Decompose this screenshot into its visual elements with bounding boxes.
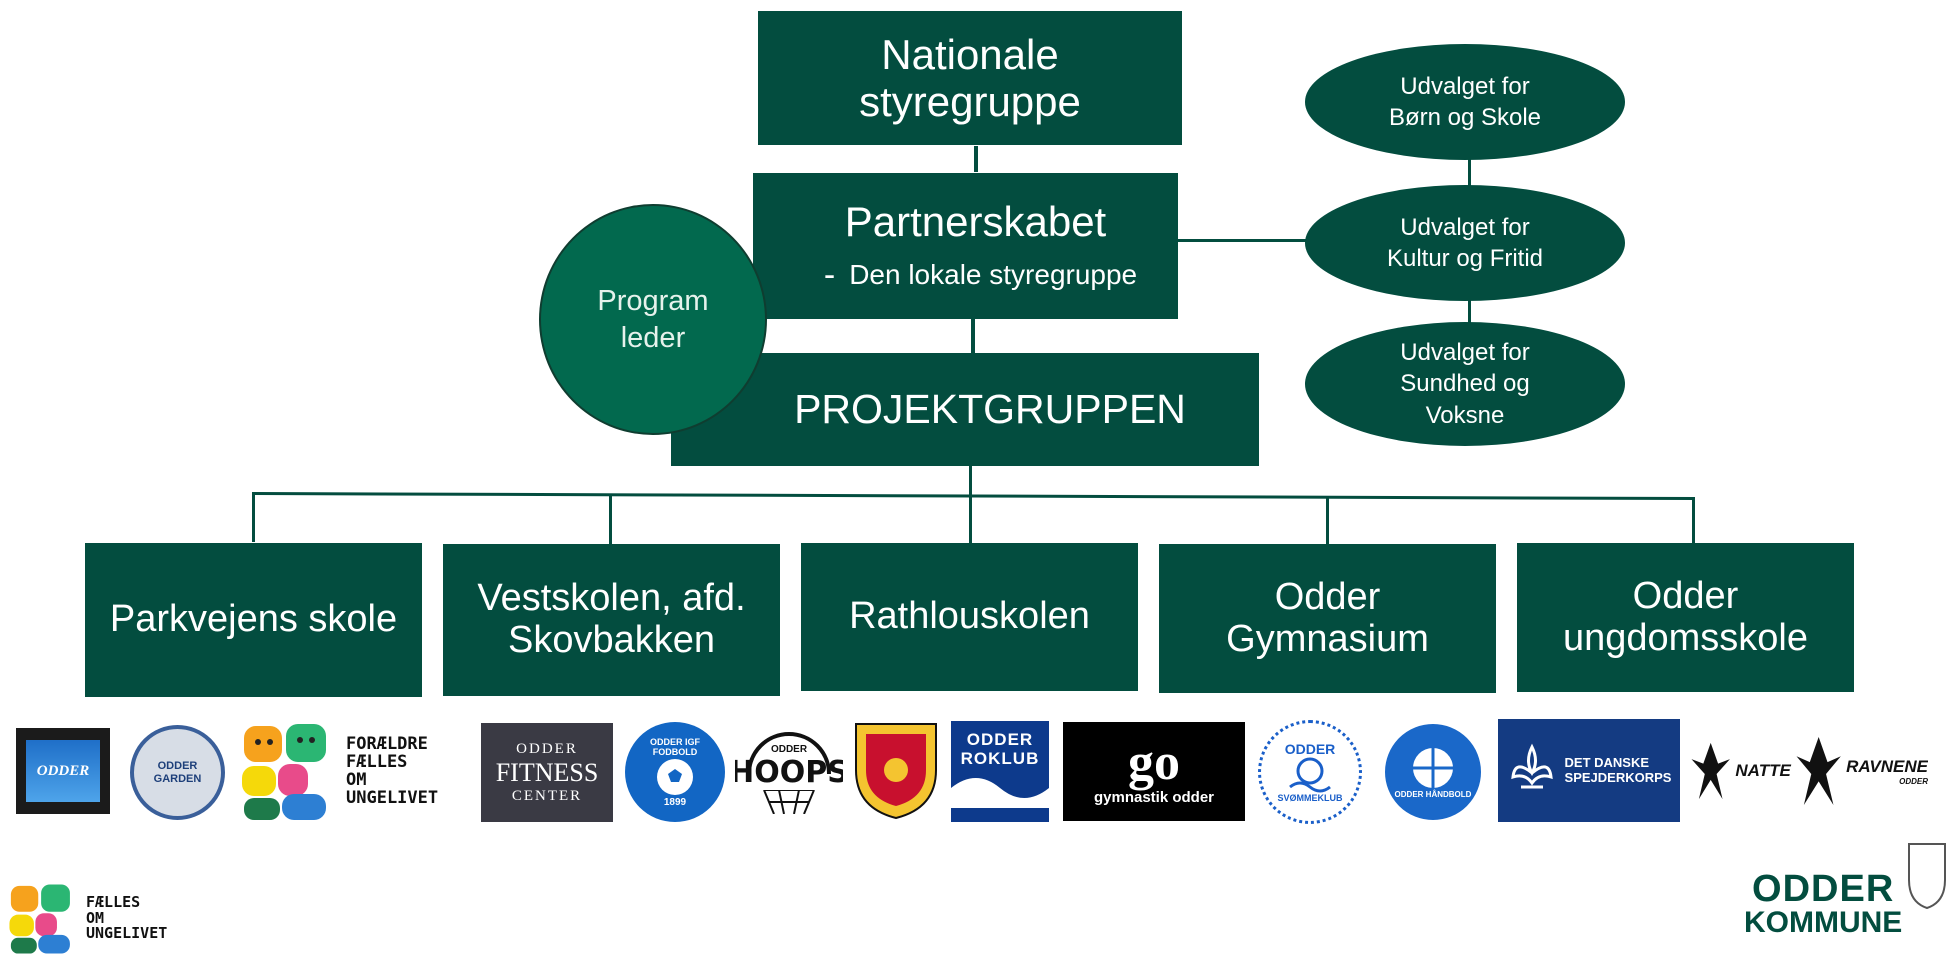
foraeldre-text: FORÆLDRE FÆLLES OM UNGELIVET [346,734,439,808]
faelles-om-ungelivet-footer-logo: FÆLLES OM UNGELIVET [8,882,208,955]
school-box-gymnasium: Odder Gymnasium [1159,544,1496,693]
kommune-a: ODDER [1752,868,1895,910]
basketball-icon [747,732,831,774]
committee-culture-leisure: Udvalget for Kultur og Fritid [1305,185,1625,301]
hoops-top: ODDER [770,744,808,755]
igf-year: 1899 [663,796,687,808]
ravnene-sub: ODDER [1899,776,1928,786]
colorful-faces-icon [242,724,326,820]
fitness-line1: ODDER [516,740,578,757]
odder-garden-text: ODDER GARDEN [153,760,202,785]
project-group-box: PROJEKTGRUPPEN [671,353,1259,466]
committee-health-adults: Udvalget for Sundhed og Voksne [1305,322,1625,446]
national-steering-group-title: Nationale styregruppe [859,30,1081,125]
partnership-box: Partnerskabet - Den lokale styregruppe [753,173,1178,319]
odder-hoops-logo: ODDER HOOPS [735,720,843,824]
partnership-title: Partnerskabet [844,197,1107,245]
school-label: Rathlouskolen [849,595,1090,638]
connector-partner-project [971,318,975,354]
odder-roklub-logo: ODDER ROKLUB [951,721,1049,822]
connector-horizontal-bar [251,492,1695,501]
connector-school-5 [1692,500,1695,544]
school-box-vestskolen: Vestskolen, afd. Skovbakken [443,544,780,696]
gymnastik-odder-logo: go gymnastik odder [1063,722,1245,821]
odder-igf-fodbold-logo: ODDER IGF FODBOLD 1899 [625,722,725,822]
connector-committee-1-2 [1468,158,1471,190]
school-label: Vestskolen, afd. Skovbakken [477,577,746,661]
natte-text: NATTE [1735,761,1791,780]
odder-logo-text: ODDER [36,762,90,779]
school-label: Parkvejens skole [109,598,398,641]
spejder-text: DET DANSKE SPEJDERKORPS [1564,755,1672,785]
gym-sub: gymnastik odder [1093,789,1215,806]
swimmer-icon [1289,757,1331,793]
svoem-top: ODDER [1284,741,1336,757]
wave-icon [951,778,1049,809]
raven-icon [1691,742,1730,800]
partnership-subtitle: Den lokale styregruppe [849,259,1138,290]
connector-partner-committee [1178,239,1308,242]
odder-kommune-footer-logo: ODDER KOMMUNE [1740,840,1951,955]
natteravnene-logo: NATTE RAVNENE ODDER [1690,718,1928,824]
connector-top-partner [974,146,978,172]
fitness-line2: FITNESS [495,757,599,787]
odder-svoemmeklub-logo: ODDER SVØMMEKLUB [1258,720,1362,824]
raven-icon-large [1796,736,1841,806]
partnership-subtitle-row: - Den lokale styregruppe [824,256,1137,295]
haandbold-text: ODDER HÅNDBOLD [1394,789,1472,799]
ravnene-text: RAVNENE [1846,756,1928,776]
roklub-text: ODDER ROKLUB [960,730,1040,768]
school-box-rathlouskolen: Rathlouskolen [801,543,1138,691]
fitness-line3: CENTER [511,787,583,804]
handball-icon [1413,747,1453,788]
gym-main: go [1128,734,1180,791]
school-box-ungdomsskole: Odder ungdomsskole [1517,543,1854,692]
program-leader-circle: Program leder [539,204,767,435]
crest-icon [855,723,937,820]
hoops-main: HOOPS [735,755,843,790]
school-label: Odder ungdomsskole [1562,574,1809,659]
odder-roklub-shield-logo [852,718,940,822]
school-box-parkvejens: Parkvejens skole [85,543,422,697]
fleur-de-lis-icon [1510,743,1553,788]
project-group-title: PROJEKTGRUPPEN [794,386,1186,432]
svoem-bottom: SVØMMEKLUB [1277,793,1343,803]
odder-logo: ODDER [16,728,110,814]
faelles-text: FÆLLES OM UNGELIVET [86,892,168,943]
connector-school-4 [1326,498,1329,544]
football-icon [657,758,693,795]
kommune-b: KOMMUNE [1744,906,1903,939]
national-steering-group-box: Nationale styregruppe [758,11,1182,145]
connector-school-1 [252,492,255,542]
odder-haandbold-logo: ODDER HÅNDBOLD [1385,724,1481,820]
coat-of-arms-icon [1908,843,1946,910]
igf-ring-text: ODDER IGF FODBOLD [649,736,700,757]
det-danske-spejderkorps-logo: DET DANSKE SPEJDERKORPS [1498,719,1680,822]
partnership-dash: - [823,255,836,294]
connector-project-down [969,465,972,543]
connector-school-2 [609,494,612,544]
basket-net-icon [763,790,815,814]
colorful-faces-small-icon [9,883,70,954]
foraeldre-logo: FORÆLDRE FÆLLES OM UNGELIVET [240,722,470,822]
committee-children-school: Udvalget for Børn og Skole [1305,44,1625,160]
school-label: Odder Gymnasium [1226,575,1429,660]
odder-fitness-center-logo: ODDER FITNESS CENTER [481,723,613,822]
connector-committee-2-3 [1468,297,1471,323]
odder-garden-logo: ODDER GARDEN [130,725,225,820]
